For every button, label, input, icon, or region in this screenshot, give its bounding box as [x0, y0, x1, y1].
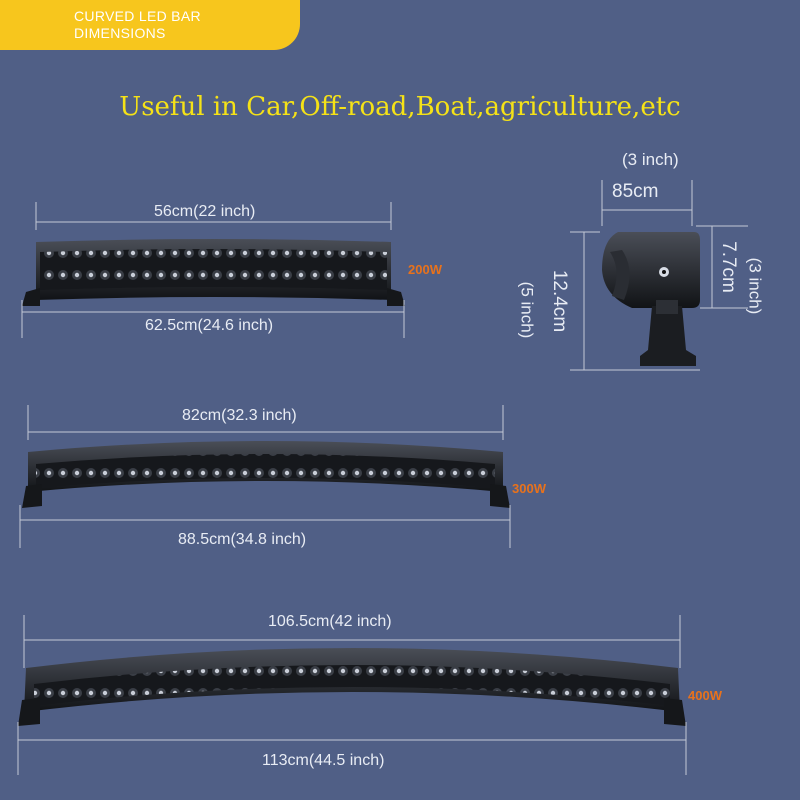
headline: Useful in Car,Off-road,Boat,agriculture,…: [119, 92, 681, 122]
side-body-height-inch: (3 inch): [745, 257, 765, 315]
bar-300w-light-width: 82cm(32.3 inch): [182, 407, 297, 424]
side-width-inch: (3 inch): [622, 150, 679, 169]
side-body-height-cm: 7.7cm: [717, 241, 739, 293]
side-total-height-cm: 12.4cm: [549, 269, 571, 333]
banner-title-line2: DIMENSIONS: [74, 25, 166, 41]
side-total-height-inch: (5 inch): [517, 281, 537, 339]
bar-200w-light-width: 56cm(22 inch): [154, 203, 256, 220]
light-bar-200w: [21, 202, 405, 338]
bar-400w-total-width: 113cm(44.5 inch): [262, 752, 385, 769]
bar-200w-total-width: 62.5cm(24.6 inch): [145, 317, 274, 334]
bar-200w-wattage: 200W: [408, 262, 442, 277]
side-width-cm: 85cm: [612, 181, 659, 202]
side-profile-view: [570, 180, 748, 371]
bar-300w-wattage: 300W: [512, 481, 546, 496]
bar-300w-total-width: 88.5cm(34.8 inch): [178, 531, 307, 548]
bar-400w-wattage: 400W: [688, 688, 722, 703]
light-bar-300w: [19, 405, 511, 548]
title-banner: CURVED LED BAR DIMENSIONS: [0, 0, 300, 50]
bar-400w-light-width: 106.5cm(42 inch): [268, 613, 392, 630]
banner-title-line1: CURVED LED BAR: [74, 8, 201, 24]
light-bar-400w: [17, 615, 687, 775]
